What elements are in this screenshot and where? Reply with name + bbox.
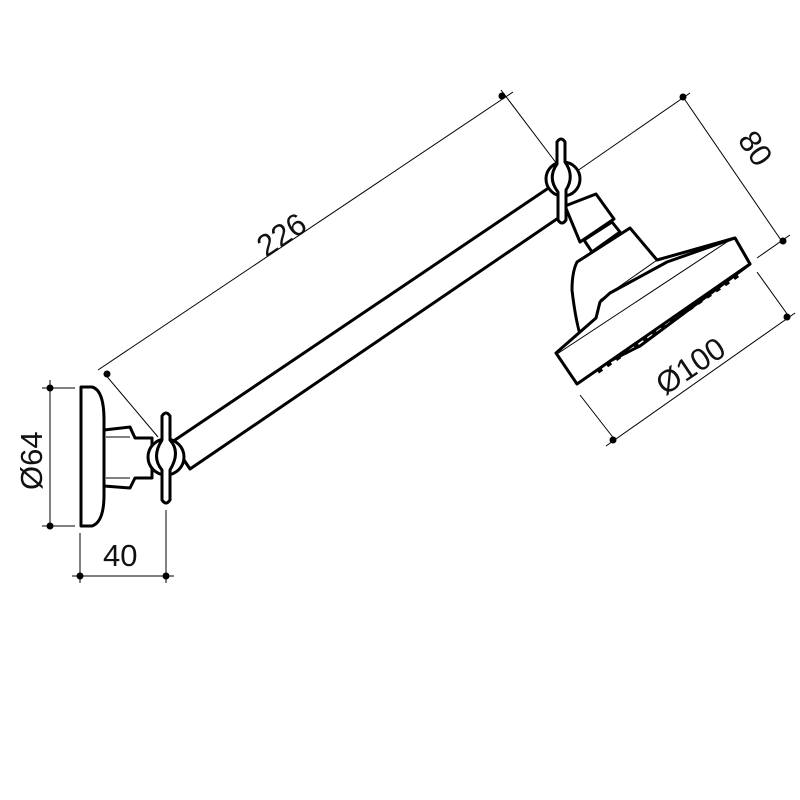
upper-swivel-joint	[544, 137, 582, 225]
lower-swivel-joint	[146, 411, 186, 505]
wall-flange	[79, 385, 106, 528]
shower-arm	[170, 183, 572, 471]
hex-fitting	[102, 425, 154, 490]
dimension-flange-diameter: Ø64	[14, 380, 75, 530]
dimension-wall-projection: 40	[72, 510, 174, 583]
flange-diameter-label: Ø64	[14, 431, 49, 490]
head-height-label: 80	[731, 124, 779, 172]
wall-projection-label: 40	[103, 538, 137, 573]
head-diameter-label: Ø100	[649, 330, 731, 401]
arm-length-label: 226	[250, 206, 312, 264]
shower-head	[554, 192, 752, 386]
